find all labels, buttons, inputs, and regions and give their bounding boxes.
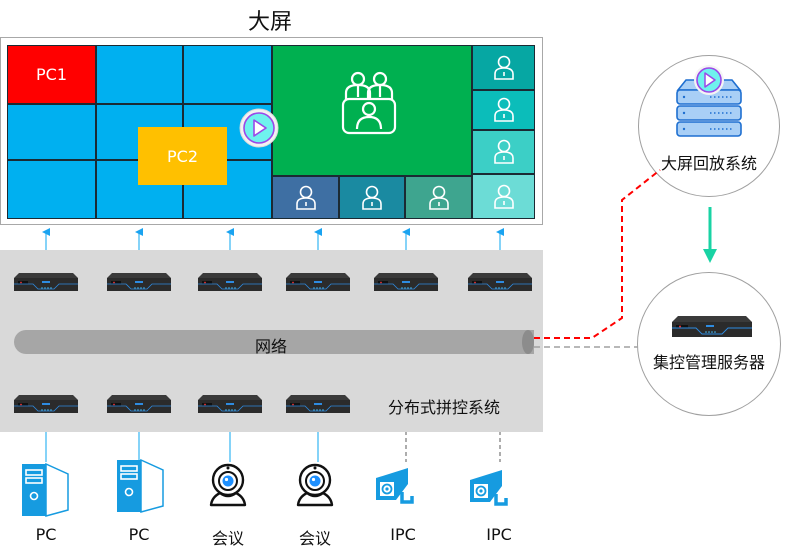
wall-tile [7, 160, 96, 219]
input-node-device[interactable] [13, 394, 79, 414]
source-label-pc: PC [128, 525, 150, 544]
playback-system-label: 大屏回放系统 [660, 154, 757, 173]
person-icon [493, 184, 514, 209]
person-tile[interactable] [472, 174, 535, 219]
input-node-device[interactable] [285, 394, 351, 414]
window-pc2[interactable] [138, 127, 227, 185]
network-label: 网络 [255, 337, 288, 356]
person-icon [493, 55, 514, 80]
source-label-ipc: IPC [390, 525, 416, 544]
person-tile[interactable] [339, 176, 405, 219]
pc-tower-icon[interactable] [117, 458, 165, 514]
source-label-meeting: 会议 [298, 529, 331, 548]
person-icon [362, 185, 382, 210]
server-box-icon [672, 316, 752, 337]
source-label-pc: PC [35, 525, 57, 544]
output-node-device[interactable] [197, 272, 263, 292]
control-server-node[interactable] [637, 272, 781, 416]
person-tile[interactable] [272, 176, 339, 219]
network-bus-end [522, 330, 534, 354]
output-node-device[interactable] [106, 272, 172, 292]
output-node-device[interactable] [373, 272, 439, 292]
network-bus [14, 330, 534, 354]
wall-tile [183, 45, 272, 104]
input-node-device[interactable] [197, 394, 263, 414]
webcam-icon[interactable] [295, 460, 335, 510]
video-wall: PC1 PC2 [7, 45, 535, 219]
source-label-ipc: IPC [486, 525, 512, 544]
person-tile[interactable] [472, 130, 535, 174]
wall-tile [96, 45, 183, 104]
ipc-camera-icon[interactable] [374, 466, 420, 506]
server-play-icon [676, 65, 742, 137]
wall-tile [7, 104, 96, 160]
person-tile[interactable] [472, 90, 535, 130]
person-tile[interactable] [405, 176, 472, 219]
ipc-camera-icon[interactable] [468, 468, 514, 508]
person-icon [493, 139, 514, 164]
diagram-title: 大屏 [247, 10, 292, 35]
person-tile[interactable] [472, 45, 535, 90]
window-conference[interactable] [272, 45, 472, 176]
output-node-device[interactable] [285, 272, 351, 292]
distributed-system-label: 分布式拼控系统 [388, 398, 501, 417]
meeting-icon [341, 71, 397, 135]
person-icon [428, 185, 449, 210]
flow-arrow-down [703, 207, 717, 263]
input-node-device[interactable] [106, 394, 172, 414]
output-node-device[interactable] [13, 272, 79, 292]
webcam-icon[interactable] [208, 460, 248, 510]
window-pc2-label: PC2 [167, 146, 198, 166]
control-server-label: 集控管理服务器 [652, 353, 765, 372]
window-pc1-label: PC1 [36, 65, 67, 84]
output-node-device[interactable] [467, 272, 533, 292]
source-label-meeting: 会议 [211, 529, 244, 548]
person-icon [295, 185, 316, 210]
window-pc1[interactable] [7, 45, 96, 104]
pc-tower-icon[interactable] [22, 462, 70, 518]
link-playback-to-network [534, 169, 661, 339]
person-icon [493, 97, 514, 122]
play-circle-icon[interactable] [239, 108, 279, 148]
